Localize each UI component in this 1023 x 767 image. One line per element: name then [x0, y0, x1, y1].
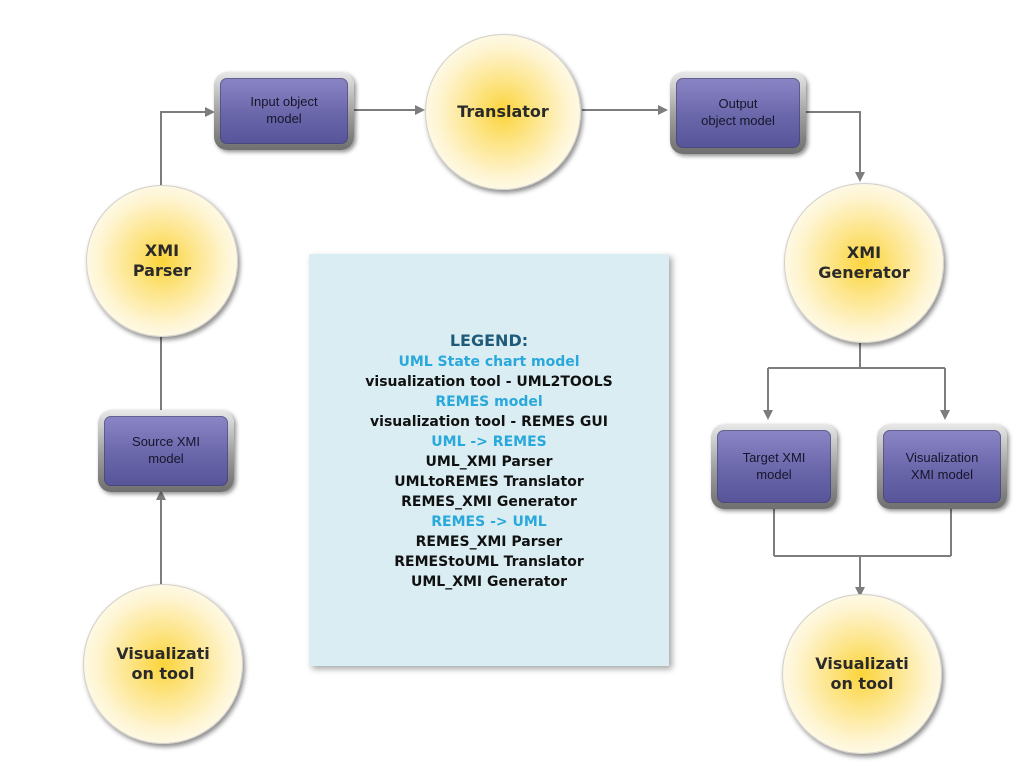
xmi-parser-circle: XMI Parser	[86, 185, 238, 337]
legend-line: REMES_XMI Parser	[415, 534, 563, 550]
visualization-tool-left-circle: Visualizati on tool	[83, 584, 243, 744]
visualization-tool-right-label: Visualizati on tool	[815, 654, 909, 693]
output-object-model-box: Output object model	[670, 72, 806, 154]
legend-line: REMEStoUML Translator	[394, 554, 584, 570]
translator-circle: Translator	[425, 34, 581, 190]
legend-line: UML State chart model	[398, 354, 580, 370]
source-xmi-model-label: Source XMI model	[104, 416, 228, 486]
xmi-generator-label: XMI Generator	[818, 243, 910, 282]
output-object-model-label: Output object model	[676, 78, 800, 148]
legend-line: REMES model	[435, 394, 543, 410]
legend-heading: LEGEND:	[449, 331, 529, 350]
xmi-generator-circle: XMI Generator	[784, 183, 944, 343]
legend-line: UMLtoREMES Translator	[394, 474, 584, 490]
arrow-output-model-to-xmi-generator	[805, 111, 865, 182]
legend-line: visualization tool - REMES GUI	[370, 414, 608, 430]
target-xmi-model-label: Target XMI model	[717, 430, 831, 503]
legend-line: UML -> REMES	[431, 434, 547, 450]
legend-line: UML_XMI Parser	[425, 454, 553, 470]
arrow-xmi-parser-to-input-model	[160, 107, 215, 186]
legend-line: REMES_XMI Generator	[401, 494, 577, 510]
target-xmi-model-box: Target XMI model	[711, 424, 837, 509]
visualization-xmi-model-box: Visualization XMI model	[877, 424, 1007, 509]
legend-panel: LEGEND: UML State chart model visualizat…	[309, 254, 669, 666]
legend-line: visualization tool - UML2TOOLS	[365, 374, 613, 390]
xmi-parser-label: XMI Parser	[132, 241, 192, 280]
source-xmi-model-box: Source XMI model	[98, 410, 234, 492]
input-object-model-label: Input object model	[220, 78, 348, 144]
legend-line: REMES -> UML	[431, 514, 547, 530]
input-object-model-box: Input object model	[214, 72, 354, 150]
visualization-tool-left-label: Visualizati on tool	[116, 644, 210, 683]
visualization-tool-right-circle: Visualizati on tool	[782, 594, 942, 754]
visualization-xmi-model-label: Visualization XMI model	[883, 430, 1001, 503]
legend-line: UML_XMI Generator	[410, 574, 568, 590]
translator-label: Translator	[457, 102, 549, 122]
